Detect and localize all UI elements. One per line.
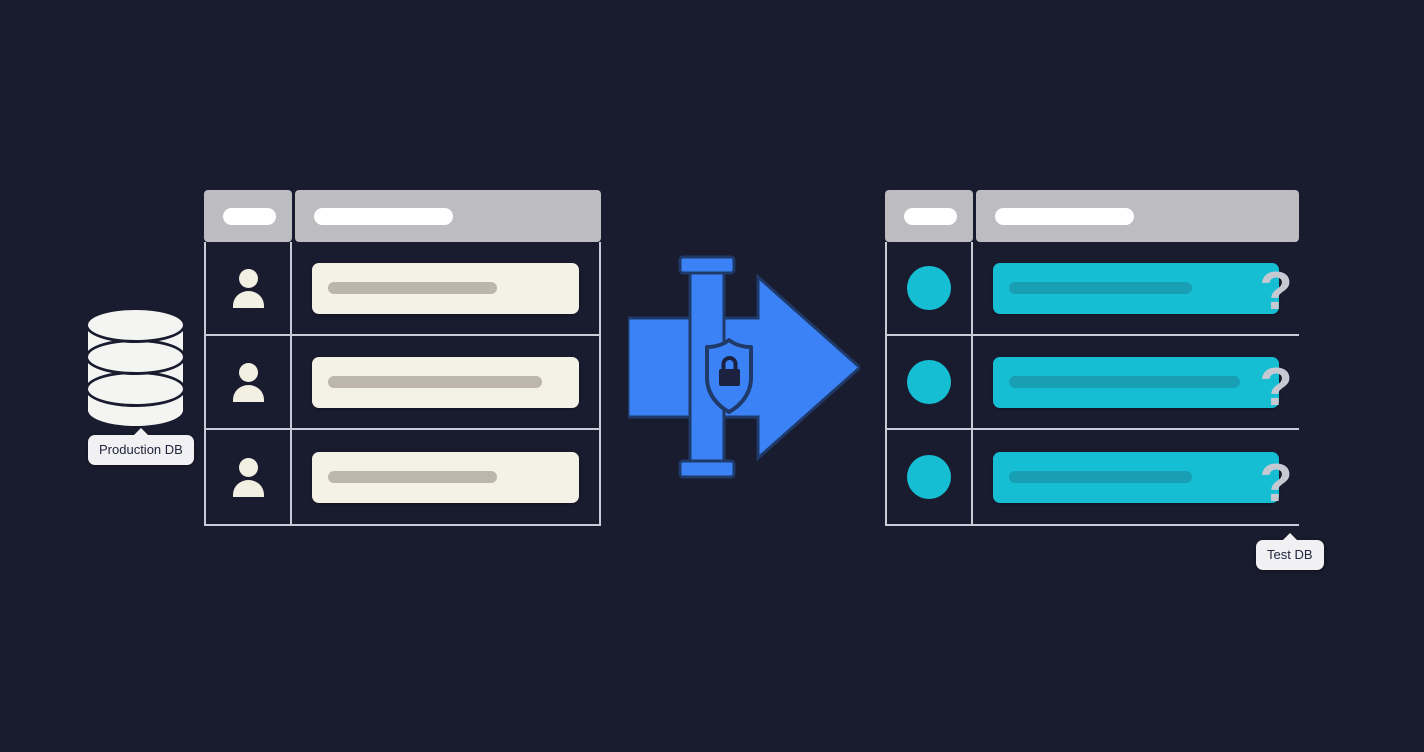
test-db-label: Test DB (1256, 533, 1324, 570)
table-row (206, 430, 599, 524)
header-cell-icon-column (204, 190, 292, 242)
table-row (887, 242, 1299, 336)
production-db-label: Production DB (88, 428, 194, 465)
data-bar (328, 282, 498, 294)
table-row (887, 430, 1299, 524)
header-cell-main-column (295, 190, 601, 242)
header-placeholder-bar (223, 207, 276, 225)
row-icon-cell (206, 430, 292, 524)
question-mark-icon: ? (1259, 261, 1293, 321)
gate-endcap-top (678, 255, 736, 275)
shield-lock-icon (705, 338, 753, 414)
row-icon-cell (887, 430, 973, 524)
table-row (206, 242, 599, 336)
gate-endcap-bottom (678, 459, 736, 479)
row-icon-cell (206, 242, 292, 334)
lock-shackle (721, 356, 738, 369)
masked-data-card (993, 451, 1279, 503)
source-table-body (204, 242, 601, 526)
plain-data-card (312, 356, 579, 408)
header-cell-icon-column (885, 190, 973, 242)
data-bar (1009, 282, 1192, 294)
row-data-cell (973, 430, 1299, 524)
row-icon-cell (887, 242, 973, 334)
plain-data-card (312, 451, 579, 503)
lock-body (719, 369, 740, 386)
header-placeholder-bar (904, 207, 957, 225)
source-table (204, 190, 601, 526)
row-data-cell (292, 336, 599, 428)
target-table-header (885, 190, 1299, 242)
target-table-body (885, 242, 1299, 526)
row-data-cell (973, 336, 1299, 428)
plain-data-card (312, 262, 579, 314)
masked-data-card (993, 262, 1279, 314)
row-data-cell (973, 242, 1299, 334)
question-mark-icon: ? (1259, 357, 1293, 417)
data-bar (328, 471, 498, 483)
data-bar (328, 376, 542, 388)
table-row (887, 336, 1299, 430)
data-bar (1009, 471, 1192, 483)
row-data-cell (292, 242, 599, 334)
row-icon-cell (206, 336, 292, 428)
unknown-value-column: ? ? ? (1253, 243, 1299, 531)
cyan-dot-icon (907, 455, 951, 499)
table-row (206, 336, 599, 430)
target-table (885, 190, 1299, 526)
person-icon (233, 269, 264, 308)
row-icon-cell (887, 336, 973, 428)
masking-gate-arrow-icon (628, 255, 860, 480)
header-placeholder-bar (995, 207, 1134, 225)
person-icon (233, 458, 264, 497)
cyan-dot-icon (907, 360, 951, 404)
database-cylinder-icon (88, 310, 183, 426)
header-cell-main-column (976, 190, 1299, 242)
person-icon (233, 363, 264, 402)
row-data-cell (292, 430, 599, 524)
cyan-dot-icon (907, 266, 951, 310)
source-table-header (204, 190, 601, 242)
masked-data-card (993, 356, 1279, 408)
data-bar (1009, 376, 1241, 388)
question-mark-icon: ? (1259, 453, 1293, 513)
header-placeholder-bar (314, 207, 453, 225)
